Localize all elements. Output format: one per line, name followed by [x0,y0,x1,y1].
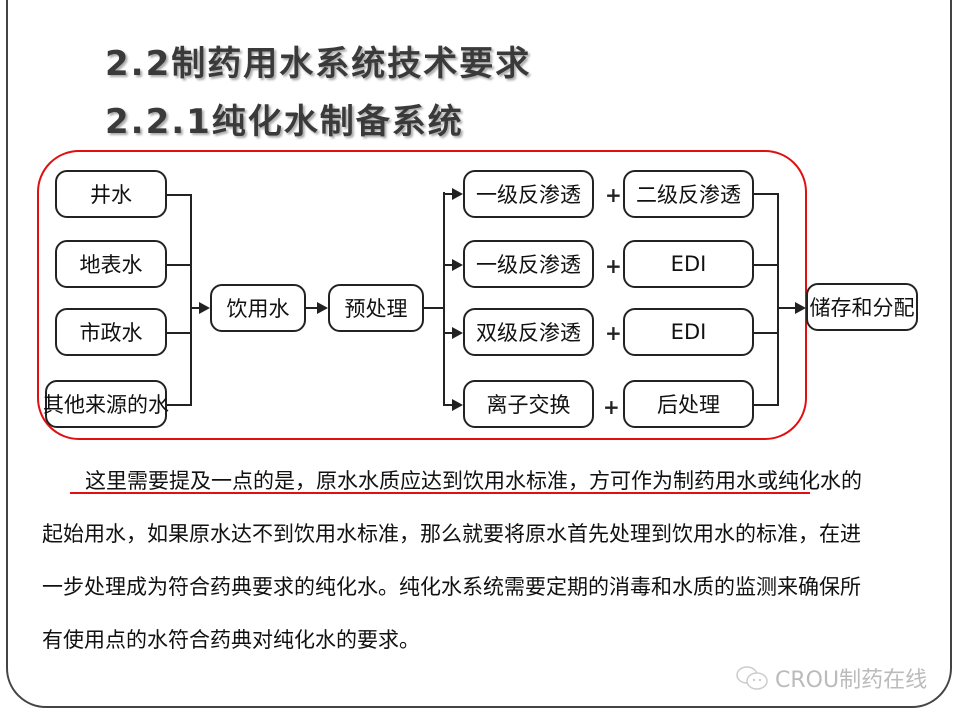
route-1-step-1: 一级反渗透 [463,170,594,218]
source-surface-water: 地表水 [55,240,167,288]
plus-sign: + [603,395,620,419]
connector [443,192,445,406]
route-3-step-2: EDI [623,308,754,356]
arrow-icon [452,327,463,339]
connector [192,307,200,309]
plus-sign: + [605,183,622,207]
connector [754,264,779,266]
slide-subtitle: 2.2.1纯化水制备系统 [105,102,464,142]
watermark-text: CROU制药在线 [775,668,928,693]
wechat-icon [736,666,768,690]
pretreatment-node: 预处理 [328,284,424,332]
connector [424,307,444,309]
connector [167,264,192,266]
drinking-water-node: 饮用水 [210,284,306,332]
arrow-icon [452,188,463,200]
arrow-icon [795,302,806,314]
storage-distribution-node: 储存和分配 [806,283,918,331]
connector [754,404,779,406]
route-4-step-1: 离子交换 [463,380,594,428]
slide-title: 2.2制药用水系统技术要求 [105,44,532,84]
source-municipal-water: 市政水 [55,308,167,356]
connector [443,193,453,195]
source-well-water: 井水 [55,170,167,218]
connector [777,193,779,406]
red-underline [70,492,810,494]
plus-sign: + [605,321,622,345]
connector [443,332,453,334]
source-other-water: 其他来源的水 [43,380,169,428]
connector [443,404,453,406]
connector [443,264,453,266]
plus-sign: + [605,254,622,278]
watermark: CROU制药在线 [735,662,927,694]
connector [167,404,192,406]
body-paragraph: 这里需要提及一点的是，原水水质应达到饮用水标准，方可作为制药用水或纯化水的 起始… [42,455,922,667]
paragraph-line: 有使用点的水符合药典对纯化水的要求。 [42,628,420,652]
arrow-icon [452,399,463,411]
route-1-step-2: 二级反渗透 [623,170,754,218]
paragraph-line: 起始用水，如果原水达不到饮用水标准，那么就要将原水首先处理到饮用水的标准，在进 [42,522,861,546]
paragraph-line: 一步处理成为符合药典要求的纯化水。纯化水系统需要定期的消毒和水质的监测来确保所 [42,575,861,599]
arrow-icon [317,302,328,314]
connector [779,307,796,309]
slide-frame [6,0,952,708]
route-3-step-1: 双级反渗透 [463,308,594,356]
connector [754,193,779,195]
connector [754,332,779,334]
route-2-step-2: EDI [623,240,754,288]
arrow-icon [199,302,210,314]
connector [167,332,192,334]
arrow-icon [452,259,463,271]
connector [190,194,192,406]
paragraph-line: 这里需要提及一点的是，原水水质应达到饮用水标准，方可作为制药用水或纯化水的 [85,469,862,493]
route-2-step-1: 一级反渗透 [463,240,594,288]
route-4-step-2: 后处理 [623,380,754,428]
connector [306,307,318,309]
connector [167,194,192,196]
